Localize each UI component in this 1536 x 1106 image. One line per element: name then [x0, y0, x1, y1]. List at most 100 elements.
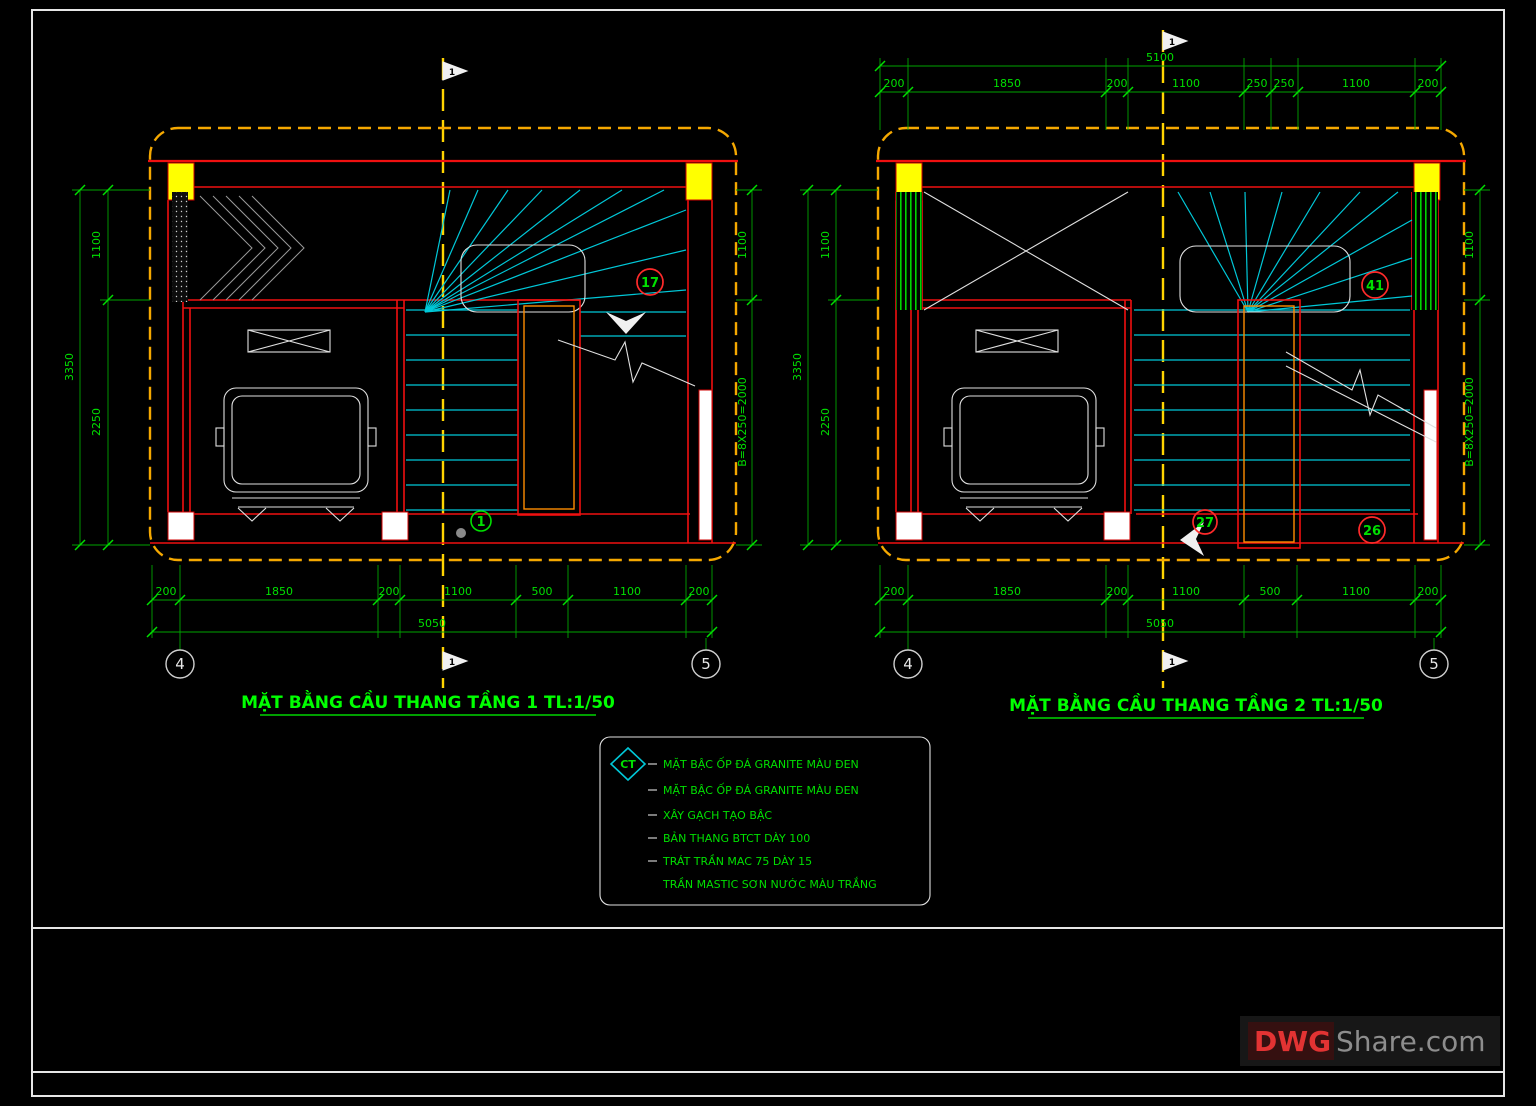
plan2-column-white-mid — [1103, 511, 1131, 541]
dim-label: 1100 — [444, 585, 472, 598]
plan1-grid-bubbles: 4 5 — [165, 638, 721, 679]
plan1-step-1-circle — [470, 510, 492, 532]
plan2-column-white-left — [895, 511, 923, 541]
plan2-title: MẶT BẰNG CẦU THANG TẦNG 2 TL:1/50 — [1009, 692, 1383, 716]
plan2-step-41-circle — [1361, 271, 1389, 299]
watermark-dwg-box — [1248, 1022, 1334, 1060]
dim-total-label: 5050 — [1146, 617, 1174, 630]
dim-label: 3350 — [791, 353, 804, 381]
plan2-fixture — [943, 329, 1105, 522]
dim-label: 200 — [1107, 585, 1128, 598]
plan2-green-column-right — [1412, 192, 1438, 310]
dim-label: 250 — [1247, 77, 1268, 90]
legend: CT MẶT BẬC ỐP ĐÁ GRANITE MÀU ĐEN MẶT BẬC… — [599, 736, 931, 906]
plan2-dim-top: 200 1850 200 1100 250 250 1100 200 5100 — [874, 51, 1447, 130]
plan1-direction-arrow — [606, 312, 646, 334]
plan1-section-flag-top: 1 — [442, 61, 469, 81]
plan2-handrail — [1179, 245, 1351, 313]
plan2-step-27-circle — [1192, 509, 1218, 535]
plan1-handrail — [460, 244, 586, 313]
grid-bubble-4-label: 4 — [175, 655, 185, 673]
grid-bubble-5-label: 5 — [701, 655, 711, 673]
plan2-grid-bubbles: 4 5 — [893, 638, 1449, 679]
plan1-boundary — [148, 126, 738, 562]
plan2-dim-right: 1100 B=8X250=2000 — [1463, 184, 1490, 551]
dim-label: 1850 — [993, 585, 1021, 598]
plan1-title: MẶT BẰNG CẦU THANG TẦNG 1 TL:1/50 — [241, 689, 615, 713]
plan2-green-column-left — [896, 192, 922, 310]
legend-item: TRÁT TRẦN MAC 75 DÀY 15 — [662, 854, 812, 868]
dim-label: 1850 — [993, 77, 1021, 90]
plan2-winder-fan — [1177, 191, 1413, 313]
dim-label: 1100 — [613, 585, 641, 598]
plan1-stairwell-outer — [517, 299, 581, 516]
legend-item: XÂY GẠCH TẠO BẬC — [663, 809, 772, 822]
dim-label: 1100 — [736, 231, 749, 259]
section-flag-label: 1 — [1169, 38, 1175, 48]
plan1-wall-hatch — [172, 192, 188, 302]
section-flag-label: 1 — [449, 68, 455, 78]
plan2: 41 27 26 — [791, 30, 1490, 719]
plan1-start-dot — [456, 528, 466, 538]
plan1-column-white-mid — [381, 511, 409, 541]
plan1-dim-bottom: 200 1850 200 1100 500 1100 200 5050 — [146, 565, 718, 638]
plan2-step-26-label: 26 — [1363, 524, 1381, 539]
plan2-dim-left: 1100 2250 3350 — [791, 184, 878, 551]
dim-label: 200 — [156, 585, 177, 598]
dim-label: 1100 — [1342, 585, 1370, 598]
dim-label: B=8X250=2000 — [1463, 377, 1476, 467]
dim-total-label: 5100 — [1146, 51, 1174, 64]
grid-bubble-5 — [1419, 649, 1449, 679]
dim-label: 200 — [689, 585, 710, 598]
plan1-stair-treads — [406, 309, 686, 511]
grid-bubble-4-label: 4 — [903, 655, 913, 673]
plan2-break-line — [1285, 351, 1437, 443]
plan2-direction-arrow — [1180, 522, 1204, 556]
dim-label: 200 — [1107, 77, 1128, 90]
dim-label: 1100 — [1463, 231, 1476, 259]
plan2-stair-treads — [1134, 309, 1410, 511]
plan2-section-flag-top: 1 — [1162, 31, 1189, 51]
section-flag-label: 1 — [1169, 658, 1175, 668]
plan1-dim-left: 1100 2250 3350 — [63, 184, 150, 551]
plan2-landing-inner — [1243, 305, 1295, 543]
plan1-step-17-label: 17 — [641, 276, 659, 291]
dim-label: 1100 — [1172, 585, 1200, 598]
plan2-x-brace — [923, 191, 1129, 311]
sheet-frame — [31, 9, 1505, 1097]
section-flag-label: 1 — [449, 658, 455, 668]
dim-total-label: 5050 — [418, 617, 446, 630]
dim-label: 2250 — [90, 408, 103, 436]
dim-label: 250 — [1274, 77, 1295, 90]
legend-item: MẶT BẬC ỐP ĐÁ GRANITE MÀU ĐEN — [663, 757, 859, 771]
legend-ct-label: CT — [620, 758, 636, 771]
plan1-column-yellow-right — [685, 162, 713, 201]
dim-label: 2250 — [819, 408, 832, 436]
plan2-step-27-label: 27 — [1196, 516, 1214, 531]
plan1-winder-fan — [424, 189, 687, 313]
grid-bubble-4 — [893, 649, 923, 679]
plan2-step-26-circle — [1358, 516, 1386, 544]
dim-label: B=8X250=2000 — [736, 377, 749, 467]
plan1-break-line — [557, 339, 696, 387]
plan1-chevron-hatch — [199, 195, 305, 301]
plan2-dim-bottom: 200 1850 200 1100 500 1100 200 5050 — [874, 565, 1447, 638]
plan2-boundary — [876, 126, 1466, 562]
dim-label: 3350 — [63, 353, 76, 381]
grid-bubble-4 — [165, 649, 195, 679]
dim-label: 200 — [1418, 585, 1439, 598]
plan1-step-17-circle — [636, 268, 664, 296]
dim-label: 200 — [1418, 77, 1439, 90]
plan2-column-white-right — [1423, 389, 1438, 541]
dim-label: 200 — [884, 77, 905, 90]
watermark-brand-red: DWG — [1254, 1025, 1331, 1058]
plan1-step-1-label: 1 — [476, 515, 485, 530]
plan2-section-flag-bottom: 1 — [1162, 651, 1189, 671]
watermark: DWG Share.com — [1240, 1016, 1500, 1066]
plan2-step-41-label: 41 — [1366, 279, 1384, 294]
dim-label: 1100 — [819, 231, 832, 259]
plan1-column-white-left — [167, 511, 195, 541]
